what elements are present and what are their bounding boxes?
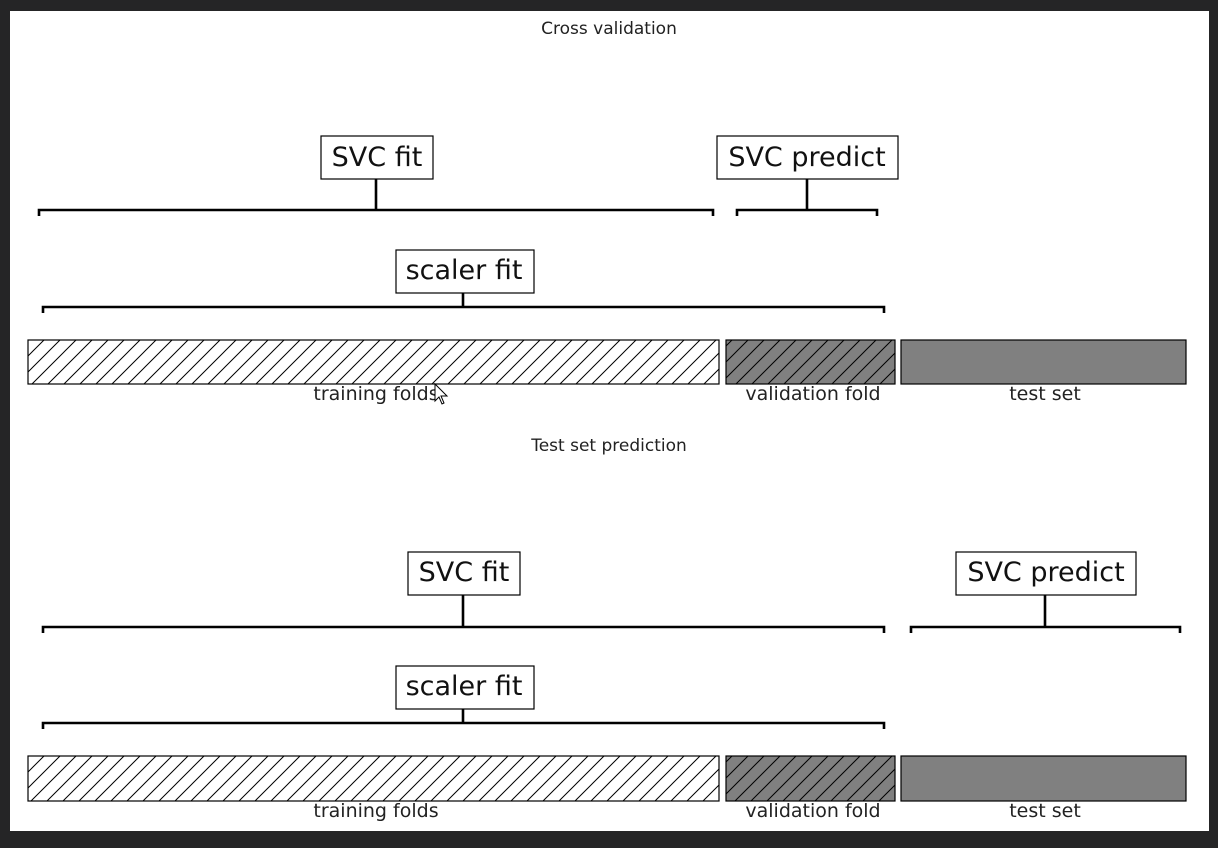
svc-predict-box — [955, 551, 1137, 596]
svc-predict-bracket — [735, 208, 879, 216]
svc-predict-bracket — [909, 625, 1182, 633]
svc-predict-label: SVC predict — [967, 557, 1124, 588]
training-folds-segment — [27, 755, 720, 802]
svc-predict-box — [716, 135, 899, 180]
training-folds-label: training folds — [313, 383, 438, 405]
panel-cross-validation: Cross validation SVC fit SVC predict sca… — [27, 19, 1187, 405]
validation-fold-label: validation fold — [745, 800, 880, 822]
scaler-fit-box — [395, 665, 535, 710]
scaler-fit-box — [395, 249, 535, 294]
scaler-fit-bracket — [41, 721, 886, 729]
test-set-segment — [900, 339, 1187, 385]
test-set-segment — [900, 755, 1187, 802]
scaler-fit-bracket — [41, 305, 886, 313]
svc-fit-label: SVC fit — [419, 557, 510, 588]
svc-predict-label: SVC predict — [728, 142, 885, 173]
svc-fit-box — [407, 551, 521, 596]
panel-test-set-prediction: Test set prediction SVC fit SVC predict … — [27, 436, 1187, 822]
figure-canvas: Cross validation SVC fit SVC predict sca… — [10, 11, 1209, 831]
test-set-label: test set — [1009, 800, 1081, 822]
mouse-pointer-icon — [434, 382, 449, 405]
svc-fit-box — [320, 135, 434, 180]
scaler-fit-label: scaler fit — [406, 255, 523, 286]
svc-fit-bracket — [41, 625, 886, 633]
test-set-label: test set — [1009, 383, 1081, 405]
svc-fit-label: SVC fit — [332, 142, 423, 173]
training-folds-label: training folds — [313, 800, 438, 822]
panel-title: Cross validation — [541, 19, 677, 39]
validation-fold-segment — [725, 339, 896, 385]
validation-fold-label: validation fold — [745, 383, 880, 405]
validation-fold-segment — [725, 755, 896, 802]
training-folds-segment — [27, 339, 720, 385]
scaler-fit-label: scaler fit — [406, 671, 523, 702]
panel-title: Test set prediction — [530, 436, 687, 456]
svc-fit-bracket — [37, 208, 715, 216]
